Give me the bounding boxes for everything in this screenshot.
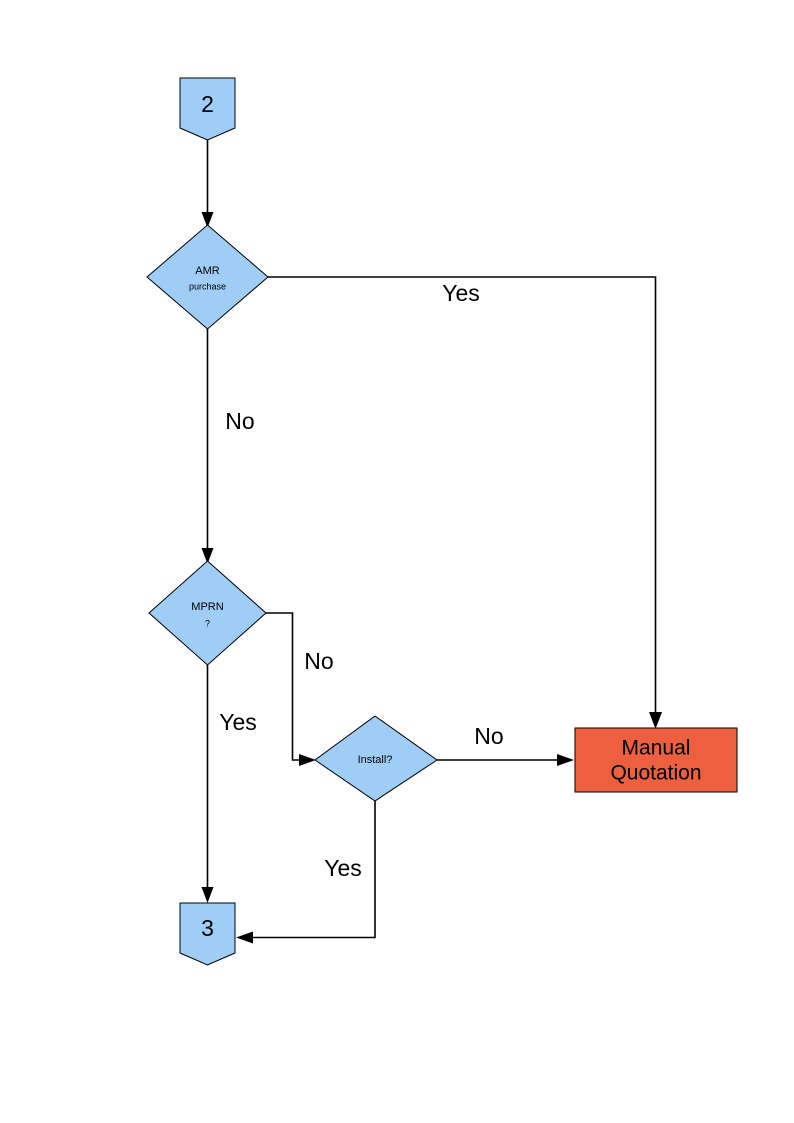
node-amr-decision[interactable]: AMR purchase	[146, 224, 269, 330]
edge-label-amr-no: No	[225, 408, 254, 434]
edge-line	[268, 276, 657, 718]
connector-pentagon-shape	[179, 77, 236, 141]
connector-out-label: 3	[201, 915, 214, 941]
connector-pentagon-shape	[179, 902, 236, 966]
edge-connector2-to-amr	[201, 140, 214, 228]
edge-mprn-yes-to-connector3	[201, 665, 214, 903]
mprn-decision-label-line1: MPRN	[191, 601, 223, 613]
manual-quotation-label-line2: Quotation	[610, 762, 701, 785]
decision-diamond-shape	[146, 224, 269, 330]
amr-decision-label-line1: AMR	[195, 265, 220, 277]
connector-in-label: 2	[201, 91, 214, 117]
node-install-decision[interactable]: Install?	[314, 715, 438, 802]
arrow-head-icon	[299, 754, 316, 766]
node-manual-quotation[interactable]: Manual Quotation	[574, 727, 738, 793]
edge-label-mprn-no: No	[304, 648, 333, 674]
edge-label-mprn-yes: Yes	[219, 709, 257, 735]
edge-mprn-no-to-install	[266, 612, 316, 766]
install-decision-label: Install?	[358, 754, 393, 766]
arrow-head-icon	[649, 712, 662, 729]
mprn-decision-label-line2: ?	[205, 618, 210, 628]
edge-line	[248, 801, 376, 939]
process-rect-shape	[574, 727, 738, 793]
node-connector-out[interactable]: 3	[179, 902, 236, 966]
arrow-head-icon	[201, 548, 214, 564]
decision-diamond-shape	[314, 715, 438, 802]
arrow-head-icon	[201, 887, 214, 903]
edge-install-yes-to-connector3	[236, 801, 376, 944]
edge-label-install-yes: Yes	[324, 855, 362, 881]
edge-install-no-to-manual-quotation	[437, 754, 574, 766]
arrow-head-icon	[236, 931, 253, 944]
edge-line	[266, 612, 305, 761]
node-mprn-decision[interactable]: MPRN ?	[148, 560, 267, 666]
node-connector-in[interactable]: 2	[179, 77, 236, 141]
arrow-head-icon	[201, 212, 214, 228]
edge-amr-yes-to-manual-quotation	[268, 276, 662, 729]
decision-diamond-shape	[148, 560, 267, 666]
arrow-head-icon	[557, 754, 574, 766]
manual-quotation-label-line1: Manual	[622, 737, 691, 760]
edge-amr-no-to-mprn	[201, 329, 214, 564]
amr-decision-label-line2: purchase	[189, 281, 226, 291]
edge-label-amr-yes: Yes	[442, 280, 480, 306]
edge-label-install-no: No	[474, 723, 503, 749]
